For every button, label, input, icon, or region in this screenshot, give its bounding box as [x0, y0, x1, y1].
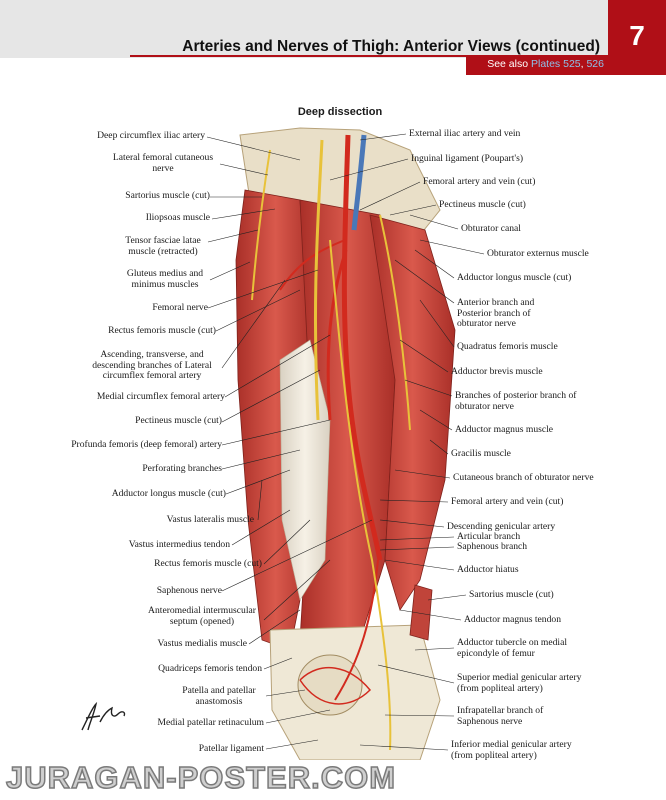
watermark-strip — [0, 760, 666, 800]
label-medial-patellar-retinaculum: Medial patellar retinaculum — [157, 717, 264, 728]
label-pectineus-muscle-cut-left: Pectineus muscle (cut) — [135, 415, 222, 426]
obturator-nerve-shape — [379, 214, 411, 431]
label-inferior-medial-genicular-artery: Inferior medial genicular artery (from p… — [451, 739, 572, 761]
label-adductor-longus-cut-right: Adductor longus muscle (cut) — [457, 272, 572, 283]
label-anteromedial-intermuscular-septum: Anteromedial intermuscular septum (opene… — [148, 605, 256, 627]
label-obturator-canal: Obturator canal — [461, 223, 521, 234]
label-patella-patellar-anastomosis: Patella and patellar anastomosis — [182, 685, 256, 707]
see-also-prefix: See also — [487, 58, 529, 70]
saphenous-nerve-shape — [329, 239, 392, 751]
see-also-line: See also Plates 525, 526 — [487, 58, 604, 70]
label-infrapatellar-branch: Infrapatellar branch of Saphenous nerve — [457, 705, 544, 727]
label-vastus-lateralis-muscle: Vastus lateralis muscle — [166, 514, 254, 525]
label-rectus-femoris-cut-upper: Rectus femoris muscle (cut) — [108, 325, 216, 336]
label-superior-medial-genicular-artery: Superior medial genicular artery (from p… — [457, 672, 582, 694]
artist-signature — [81, 701, 126, 731]
label-inguinal-ligament: Inguinal ligament (Poupart's) — [411, 153, 524, 164]
label-pectineus-muscle-cut-right: Pectineus muscle (cut) — [439, 199, 526, 210]
label-gracilis-muscle: Gracilis muscle — [451, 448, 511, 459]
label-articular-branch: Articular branch — [457, 531, 521, 542]
header-bar — [0, 0, 608, 58]
label-iliopsoas-muscle: Iliopsoas muscle — [145, 212, 210, 223]
label-quadriceps-femoris-tendon: Quadriceps femoris tendon — [158, 663, 262, 674]
label-saphenous-nerve: Saphenous nerve — [156, 585, 222, 596]
label-adductor-longus-cut-left: Adductor longus muscle (cut) — [111, 488, 226, 499]
label-obturator-externus-muscle: Obturator externus muscle — [487, 248, 589, 259]
label-lateral-circumflex-femoral-artery: Ascending, transverse, and descending br… — [92, 349, 212, 381]
label-adductor-brevis-muscle: Adductor brevis muscle — [451, 366, 543, 377]
label-adductor-tubercle: Adductor tubercle on medial epicondyle o… — [457, 637, 568, 659]
label-femoral-nerve: Femoral nerve — [152, 302, 208, 313]
label-vastus-intermedius-tendon: Vastus intermedius tendon — [128, 539, 230, 550]
label-lateral-femoral-cutaneous-nerve: Lateral femoral cutaneous nerve — [112, 152, 214, 174]
see-also-bar — [466, 57, 608, 75]
adductor-muscles-shape — [369, 214, 456, 611]
label-sartorius-muscle-cut: Sartorius muscle (cut) — [125, 190, 210, 201]
label-adductor-magnus-tendon: Adductor magnus tendon — [464, 614, 561, 625]
plate-number-tab: 7 — [608, 0, 666, 75]
femoral-nerve-shape — [313, 139, 324, 421]
page-title: Arteries and Nerves of Thigh: Anterior V… — [182, 38, 600, 55]
cutaneous-nerve-shape — [251, 149, 271, 301]
header-rule — [130, 55, 608, 57]
label-perforating-branches: Perforating branches — [142, 463, 222, 474]
label-external-iliac-artery-vein: External iliac artery and vein — [409, 128, 521, 139]
label-adductor-hiatus: Adductor hiatus — [457, 564, 519, 575]
label-quadratus-femoris-muscle: Quadratus femoris muscle — [457, 341, 558, 352]
patellar-anastomosis-shape — [299, 666, 372, 705]
sartorius-stub-shape — [409, 584, 433, 641]
label-cutaneous-branch-obturator-nerve: Cutaneous branch of obturator nerve — [453, 472, 594, 483]
figure-subtitle: Deep dissection — [297, 106, 383, 118]
circumflex-artery-shape — [279, 239, 346, 291]
label-rectus-femoris-cut-lower: Rectus femoris muscle (cut) — [154, 558, 262, 569]
label-adductor-magnus-muscle: Adductor magnus muscle — [455, 424, 554, 435]
profunda-artery-shape — [326, 249, 348, 421]
label-profunda-femoris-artery: Profunda femoris (deep femoral) artery — [71, 439, 222, 450]
label-sartorius-muscle-cut-right: Sartorius muscle (cut) — [469, 589, 554, 600]
label-vastus-medialis-muscle: Vastus medialis muscle — [157, 638, 247, 649]
label-tensor-fasciae-latae: Tensor fasciae latae muscle (retracted) — [125, 235, 201, 257]
label-femoral-artery-vein-cut-upper: Femoral artery and vein (cut) — [423, 176, 536, 187]
femoral-artery-shape — [341, 134, 383, 561]
label-deep-circumflex-iliac-artery: Deep circumflex iliac artery — [97, 130, 205, 141]
label-saphenous-branch: Saphenous branch — [457, 541, 528, 552]
label-femoral-artery-vein-cut-lower: Femoral artery and vein (cut) — [451, 496, 564, 507]
left-leader-lines — [206, 136, 373, 750]
label-medial-circumflex-femoral-artery: Medial circumflex femoral artery — [96, 391, 225, 402]
patella-shape — [297, 654, 363, 716]
label-posterior-obturator-branches: Branches of posterior branch of obturato… — [455, 390, 577, 412]
see-also-plate-link[interactable]: 526 — [586, 58, 604, 70]
see-also-plate-link[interactable]: Plates 525 — [531, 58, 581, 70]
right-leader-lines — [329, 133, 485, 751]
femoral-vein-shape — [351, 134, 367, 231]
label-descending-genicular-artery: Descending genicular artery — [447, 521, 556, 532]
label-gluteus-medius-minimus: Gluteus medius and minimus muscles — [126, 268, 204, 290]
label-obturator-nerve-branches: Anterior branch and Posterior branch of … — [457, 297, 535, 329]
watermark-text: JURAGAN-POSTER.COM — [5, 759, 397, 796]
label-patellar-ligament: Patellar ligament — [198, 743, 264, 754]
